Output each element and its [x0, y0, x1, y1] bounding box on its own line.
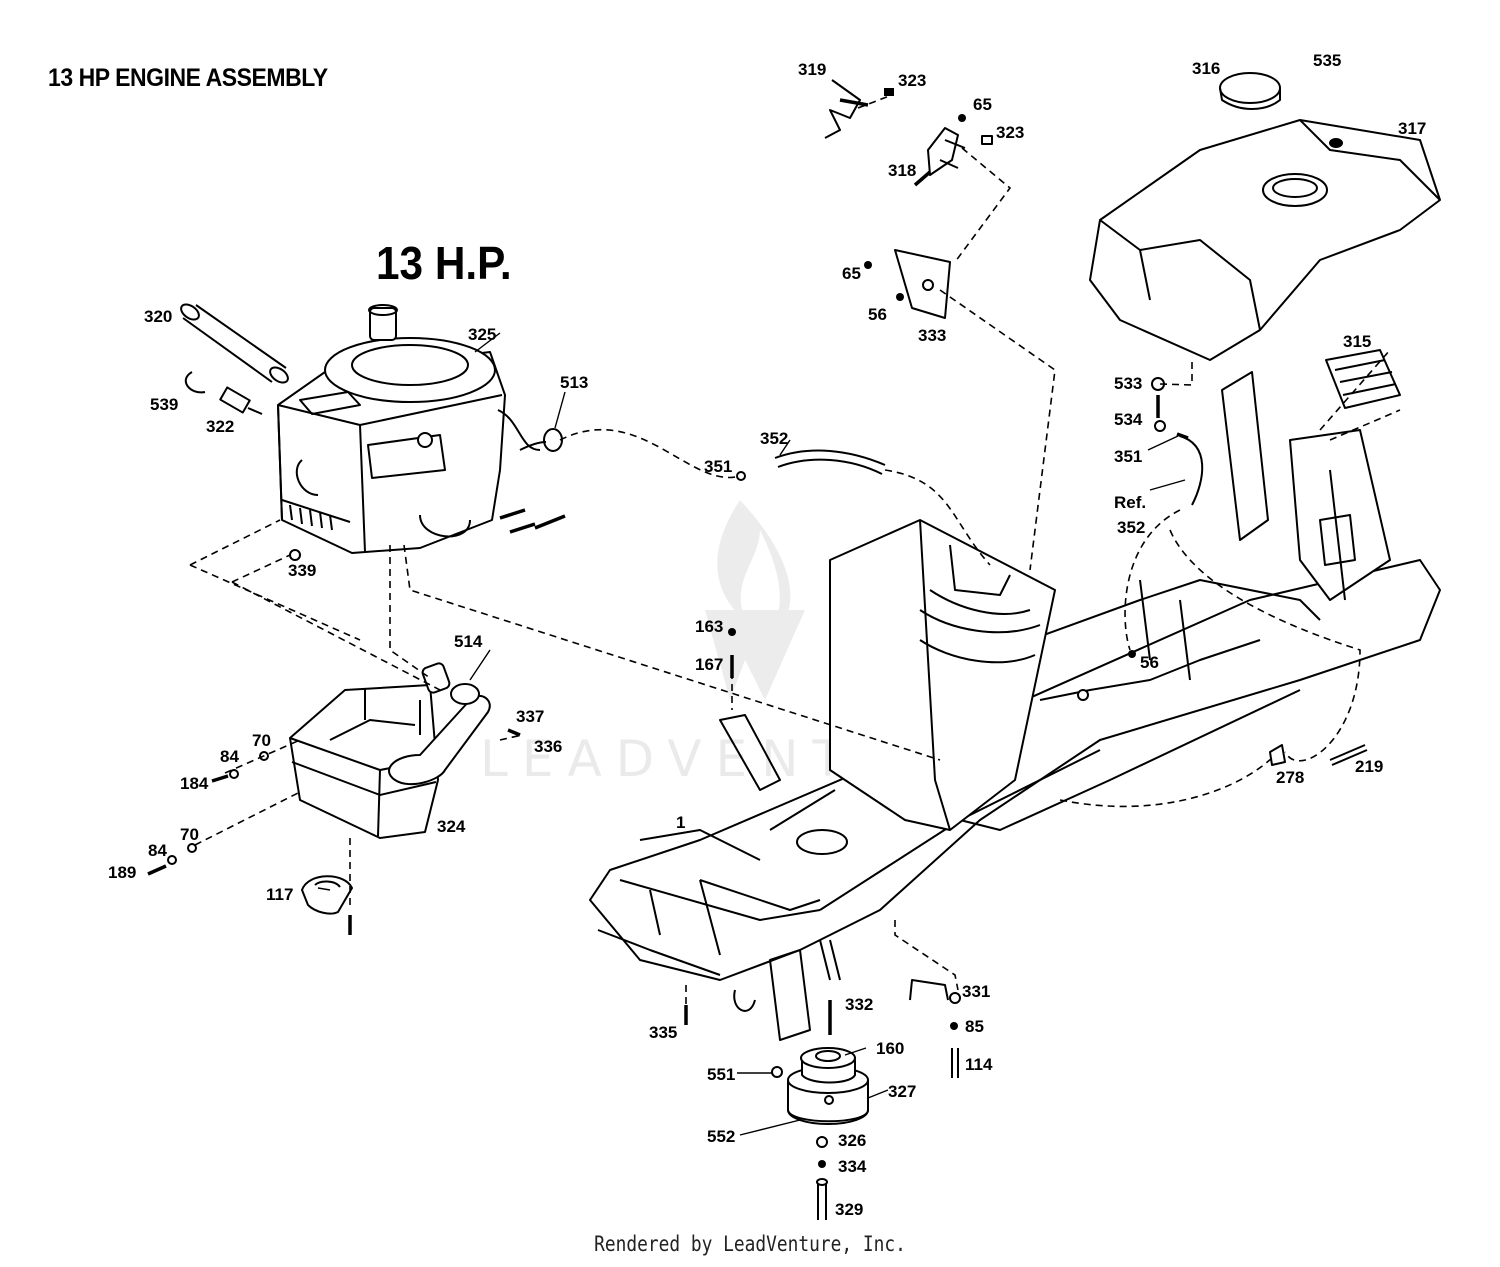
callout-320: 320 — [144, 307, 172, 326]
part-333-plate[interactable] — [894, 249, 951, 319]
part-316-fuel-cap[interactable] — [1219, 72, 1281, 110]
callout-317: 317 — [1398, 119, 1426, 138]
callout-84-b: 84 — [148, 841, 167, 860]
clutch-327[interactable] — [771, 1047, 869, 1125]
callout-326: 326 — [838, 1131, 866, 1150]
callout-1: 1 — [676, 813, 685, 832]
callout-551: 551 — [707, 1065, 735, 1084]
part-535-vent[interactable] — [1329, 138, 1343, 148]
callout-316: 316 — [1192, 59, 1220, 78]
callout-324: 324 — [437, 817, 466, 836]
fuel-tank-317[interactable] — [1089, 119, 1441, 361]
callout-552: 552 — [707, 1127, 735, 1146]
callout-84: 84 — [220, 747, 239, 766]
callout-278: 278 — [1276, 768, 1304, 787]
callout-333: 333 — [918, 326, 946, 345]
callout-318: 318 — [888, 161, 916, 180]
muffler-324[interactable] — [289, 683, 491, 839]
part-315-filter[interactable] — [1325, 349, 1401, 409]
callout-329: 329 — [835, 1200, 863, 1219]
callout-336: 336 — [534, 737, 562, 756]
callout-323: 323 — [898, 71, 926, 90]
callout-56-b: 56 — [1140, 653, 1159, 672]
callout-319: 319 — [798, 60, 826, 79]
callout-322: 322 — [206, 417, 234, 436]
callout-351: 351 — [704, 457, 732, 476]
callout-160: 160 — [876, 1039, 904, 1058]
engine-325[interactable] — [277, 304, 541, 554]
callout-114: 114 — [965, 1055, 993, 1074]
leader-lines — [317, 332, 1186, 1136]
callout-513: 513 — [560, 373, 588, 392]
callout-331: 331 — [962, 982, 990, 1001]
frame-1[interactable] — [589, 371, 1441, 1041]
engine-hp-label: 13 H.P. — [376, 237, 512, 289]
callout-219: 219 — [1355, 757, 1383, 776]
callout-335: 335 — [649, 1023, 677, 1042]
callout-167: 167 — [695, 655, 723, 674]
callout-117: 117 — [266, 885, 293, 904]
callout-163: 163 — [695, 617, 723, 636]
part-318-bracket[interactable] — [913, 127, 966, 187]
callout-332: 332 — [845, 995, 873, 1014]
part-319-bracket[interactable] — [824, 79, 869, 139]
callout-56: 56 — [868, 305, 887, 324]
callout-ref: Ref. — [1114, 493, 1146, 512]
part-320-tube[interactable] — [178, 301, 290, 385]
callout-351-b: 351 — [1114, 447, 1142, 466]
part-513-grommet[interactable] — [519, 428, 563, 452]
callout-534: 534 — [1114, 410, 1143, 429]
callout-337: 337 — [516, 707, 544, 726]
callout-535: 535 — [1313, 51, 1341, 70]
callout-70: 70 — [252, 731, 271, 750]
part-322-switch[interactable] — [185, 371, 263, 415]
callout-539: 539 — [150, 395, 178, 414]
callout-65: 65 — [973, 95, 992, 114]
callout-325: 325 — [468, 325, 496, 344]
callout-70-b: 70 — [180, 825, 199, 844]
engine-mounting-bolts — [499, 508, 566, 534]
callout-85: 85 — [965, 1017, 984, 1036]
callout-184: 184 — [180, 774, 209, 793]
callout-533: 533 — [1114, 374, 1142, 393]
part-352-fuel-line[interactable] — [736, 449, 886, 481]
callout-189: 189 — [108, 863, 136, 882]
callout-labels: 319 323 65 323 318 316 535 317 65 56 333… — [108, 51, 1426, 1219]
callout-352-b: 352 — [1117, 518, 1145, 537]
callout-323-b: 323 — [996, 123, 1024, 142]
clutch-hardware — [684, 979, 961, 1220]
connection-lines — [189, 94, 1401, 1005]
callout-327: 327 — [888, 1082, 916, 1101]
callout-339: 339 — [288, 561, 316, 580]
callout-65-b: 65 — [842, 264, 861, 283]
callout-514: 514 — [454, 632, 483, 651]
footer-credit: Rendered by LeadVenture, Inc. — [594, 1232, 906, 1256]
diagram-title: 13 HP ENGINE ASSEMBLY — [48, 64, 328, 92]
callout-315: 315 — [1343, 332, 1371, 351]
callout-334: 334 — [838, 1157, 867, 1176]
callout-352: 352 — [760, 429, 788, 448]
part-117-deflector[interactable] — [301, 875, 353, 915]
